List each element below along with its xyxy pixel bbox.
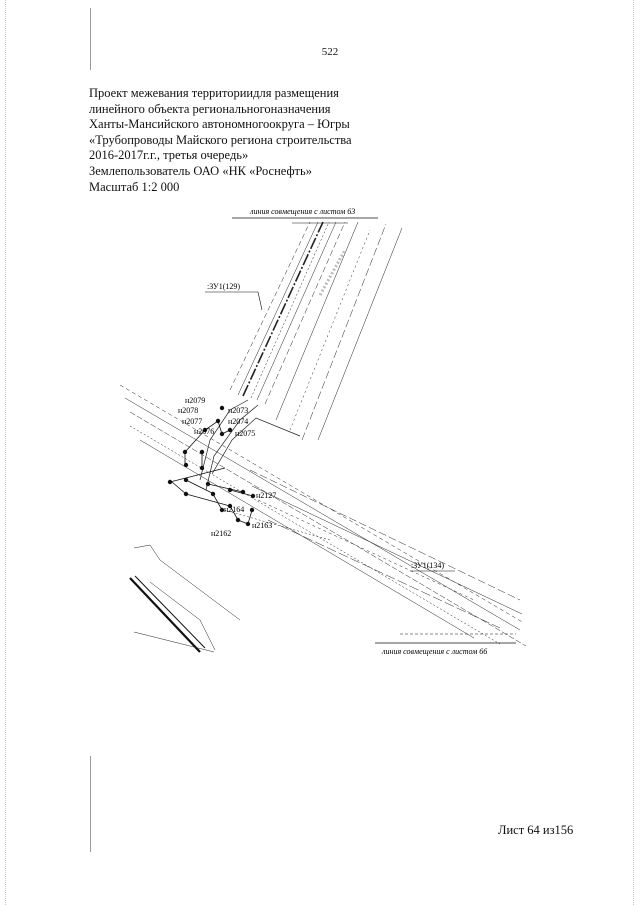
point-labels: н2079 н2078 н2073 н2077 н2074 н2076 н207…: [178, 396, 276, 538]
sheet-counter: Лист 64 из156: [498, 823, 574, 837]
point-label: н2164: [224, 505, 244, 514]
diagonal-corridor: [119, 384, 527, 653]
point-label: н2079: [185, 396, 205, 405]
parcel-label-zu1-134: :ЗУ1(134): [411, 561, 444, 570]
point-label: н2074: [228, 417, 248, 426]
header-line-3: Ханты-Мансийского автономногоокруга – Юг…: [89, 117, 350, 132]
point-label: н2076: [194, 427, 214, 436]
point-label: н2127: [256, 491, 276, 500]
header-line-1: Проект межевания территориидля размещени…: [89, 86, 339, 100]
header-line-4: «Трубопроводы Майского региона строитель…: [89, 132, 352, 147]
page-number: 522: [321, 46, 339, 58]
document-header: Проект межевания территориидля размещени…: [89, 86, 352, 195]
page-edge-left: [5, 0, 6, 905]
point-label: н2162: [211, 529, 231, 538]
bottom-junction-caption: линия совмещения с листом 66: [381, 647, 487, 656]
header-line-5: 2016-2017г.г., третья очередь»: [89, 148, 249, 163]
point-label: н2073: [228, 406, 248, 415]
margin-rule-top: [90, 8, 91, 70]
point-label: н2078: [178, 406, 198, 415]
point-label: н2077: [182, 417, 202, 426]
point-label: н2075: [235, 429, 255, 438]
vertical-corridor: [199, 221, 403, 491]
page-edge-right: [633, 0, 634, 905]
margin-rule-bottom: [90, 756, 91, 852]
header-line-6: Землепользователь ОАО «НК «Роснефть»: [89, 163, 312, 178]
top-junction-caption: линия совмещения с листом 63: [249, 207, 355, 216]
header-line-2: линейного объекта региональногоназначени…: [89, 101, 331, 116]
scale-line: Масштаб 1:2 000: [89, 179, 180, 194]
boundary-points: [167, 405, 256, 527]
parcel-label-zu1-129: :ЗУ1(129): [207, 282, 240, 291]
point-label: н2163: [252, 521, 272, 530]
